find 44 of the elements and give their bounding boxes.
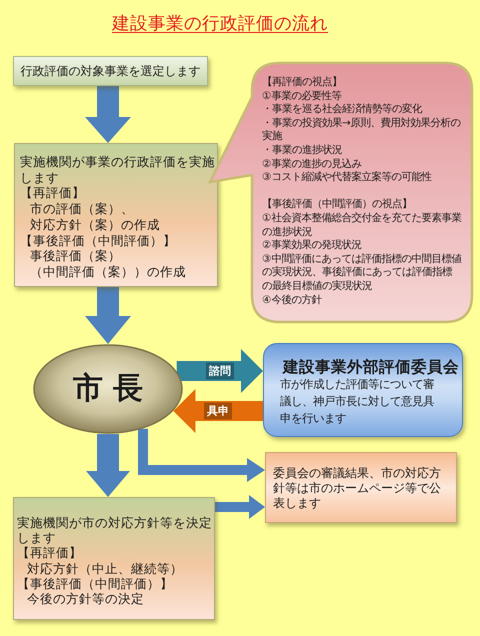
arrow <box>138 428 265 482</box>
item-text: 対応方針（案）の作成 <box>30 216 160 233</box>
item-text: （中間評価（案））の作成 <box>30 264 186 280</box>
viewpoint-text: ③中間評価にあっては評価指標の中間目標値の実現状況、事後評価にあっては評価指標の最終目標値の実現状況 <box>262 252 462 294</box>
panel-text: 市が作成した評価等について審議し、神戸市長に対して意見具申を行います <box>280 376 435 427</box>
viewpoint-text: ・事業を巡る社会経済情勢等の変化 <box>262 103 422 117</box>
item-text: 市の評価（案）、 <box>30 201 134 217</box>
section-heading: 【再評価】 <box>17 545 82 561</box>
info-box <box>263 343 463 437</box>
step-text: 行政評価の対象事業を選定します <box>20 64 200 78</box>
process-box <box>14 143 218 287</box>
viewpoint-text: ④今後の方針 <box>262 294 322 308</box>
arrow <box>176 349 263 393</box>
arrow <box>86 434 130 497</box>
viewpoint-text: ・事業の進捗状況 <box>262 144 342 158</box>
section-heading: 【再評価】 <box>20 185 85 202</box>
title: 建設事業の行政評価の流れ <box>112 13 328 35</box>
node-label: 市 長 <box>72 371 144 407</box>
edge-label: 諮問 <box>206 362 234 380</box>
viewpoint-text: ①事業の必要性等 <box>262 90 342 103</box>
viewpoint-heading: 【事後評価（中間評価）の視点】 <box>262 198 412 212</box>
viewpoint-text: ③コスト縮減や代替案立案等の可能性 <box>262 171 432 185</box>
section-heading: 【事後評価（中間評価）】 <box>17 576 173 592</box>
step-text: 実施機関が市の対応方針等を決定します <box>17 515 213 546</box>
item-text: 今後の方針等の決定 <box>27 591 144 606</box>
arrow <box>173 389 263 433</box>
process-box <box>13 497 215 620</box>
note-text: 委員会の審議結果、市の対応方針等は市のホームページ等で公表します <box>273 466 442 511</box>
process-box <box>13 56 208 86</box>
edge-label: 具申 <box>204 402 232 420</box>
viewpoint-text: ・事業の投資効果→原則、費用対効果分析の実施 <box>262 116 462 144</box>
item-text: 対応方針（中止、継続等） <box>27 560 184 576</box>
section-heading: 【事後評価（中間評価）】 <box>20 232 176 248</box>
viewpoint-text: ②事業効果の発現状況 <box>262 239 362 253</box>
arrow <box>85 287 131 344</box>
item-text: 事後評価（案） <box>30 248 122 264</box>
arrow <box>85 86 131 143</box>
note-box <box>265 452 457 523</box>
viewpoint-text: ①社会資本整備総合交付金を充てた要素事業の進捗状況 <box>262 212 462 239</box>
arrow <box>215 495 265 519</box>
viewpoint-heading: 【再評価の視点】 <box>262 76 342 90</box>
panel-heading: 建設事業外部評価委員会 <box>283 358 459 376</box>
step-text: 実施機関が事業の行政評価を実施します <box>20 154 216 186</box>
viewpoint-text: ②事業の進捗の見込み <box>262 158 362 171</box>
